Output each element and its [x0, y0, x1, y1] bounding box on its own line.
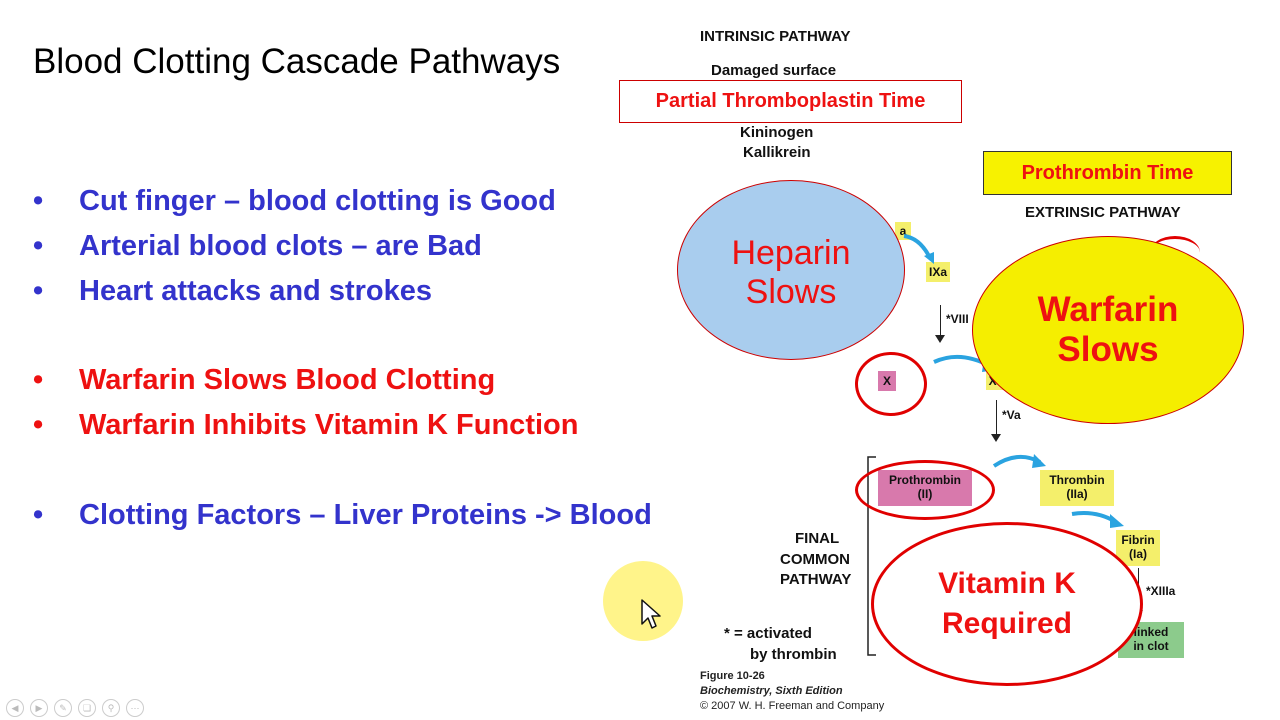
cursor-arrow-icon	[641, 599, 661, 629]
bullet-glyph: •	[33, 364, 44, 396]
activated-legend-2: by thrombin	[750, 646, 837, 663]
factor-va: *Va	[1002, 408, 1021, 422]
heparin-circle: Heparin Slows	[677, 180, 905, 360]
arrow-line	[996, 400, 997, 436]
next-icon[interactable]: ▶	[30, 699, 48, 717]
factor-xiiia: *XIIIa	[1146, 584, 1176, 598]
bullet-text: Cut finger – blood clotting is Good	[79, 185, 556, 217]
cascade-arrow-icon	[992, 454, 1046, 468]
figure-label: Figure 10-26	[700, 670, 765, 682]
cascade-arrow-icon	[1071, 511, 1124, 528]
vitk-line2: Required	[941, 607, 1073, 640]
arrow-head	[935, 335, 945, 343]
bullet-glyph: •	[33, 499, 44, 531]
common-label: COMMON	[780, 551, 850, 568]
clot-label: in clot	[1133, 639, 1169, 653]
bullet-glyph: •	[33, 409, 44, 441]
bullet-text: Arterial blood clots – are Bad	[79, 230, 482, 262]
pen-icon[interactable]: ✎	[54, 699, 72, 717]
zoom-icon[interactable]: ⚲	[102, 699, 120, 717]
copy-icon[interactable]: ❏	[78, 699, 96, 717]
arrow-line	[940, 305, 941, 337]
slide-title: Blood Clotting Cascade Pathways	[33, 42, 561, 81]
cascade-arrow-icon	[903, 234, 934, 264]
thrombin-number: (IIa)	[1066, 487, 1088, 501]
heparin-line1: Heparin	[731, 234, 851, 272]
damaged-surface-label: Damaged surface	[711, 62, 837, 79]
pathway-label: PATHWAY	[780, 571, 852, 588]
bullet-text: Heart attacks and strokes	[79, 275, 432, 307]
bullet-glyph: •	[33, 185, 44, 217]
warfarin-line2: Slows	[1057, 330, 1159, 369]
thrombin-box: Thrombin (IIa)	[1040, 470, 1114, 506]
thrombin-label: Thrombin	[1049, 473, 1105, 487]
pathway-bracket	[867, 456, 876, 656]
factor-x-highlight	[855, 352, 927, 416]
fibrin-box: Fibrin (Ia)	[1116, 530, 1160, 566]
prothrombin-highlight	[855, 460, 995, 520]
vitk-line1: Vitamin K	[938, 567, 1076, 600]
arrow-head	[991, 434, 1001, 442]
bullet-glyph: •	[33, 230, 44, 262]
warfarin-red-arc	[1150, 236, 1200, 269]
pt-box: Prothrombin Time	[983, 151, 1232, 195]
bullet-text: Clotting Factors – Liver Proteins -> Blo…	[79, 499, 652, 531]
factor-ixa: IXa	[926, 262, 950, 282]
extrinsic-pathway-title: EXTRINSIC PATHWAY	[1025, 204, 1181, 221]
ptt-box: Partial Thromboplastin Time	[619, 80, 962, 123]
bullet-glyph: •	[33, 275, 44, 307]
kallikrein-label: Kallikrein	[743, 144, 811, 161]
heparin-line2: Slows	[745, 273, 837, 311]
fibrin-number: (Ia)	[1129, 547, 1147, 561]
factor-viii: *VIII	[946, 312, 969, 326]
vitamin-k-circle: Vitamin K Required	[871, 522, 1143, 686]
warfarin-line1: Warfarin	[1037, 290, 1179, 329]
warfarin-circle: Warfarin Slows	[972, 236, 1244, 424]
fibrin-label: Fibrin	[1121, 533, 1155, 547]
figure-copyright: © 2007 W. H. Freeman and Company	[700, 700, 885, 712]
final-label: FINAL	[795, 530, 840, 547]
bullet-text: Warfarin Slows Blood Clotting	[79, 364, 496, 396]
intrinsic-pathway-title: INTRINSIC PATHWAY	[700, 28, 851, 45]
crosslinked-label: linked	[1133, 625, 1169, 639]
bullet-text: Warfarin Inhibits Vitamin K Function	[79, 409, 579, 441]
kininogen-label: Kininogen	[740, 124, 814, 141]
prev-icon[interactable]: ◀	[6, 699, 24, 717]
figure-book: Biochemistry, Sixth Edition	[700, 685, 843, 697]
activated-legend: * = activated	[724, 625, 812, 642]
more-icon[interactable]: ⋯	[126, 699, 144, 717]
